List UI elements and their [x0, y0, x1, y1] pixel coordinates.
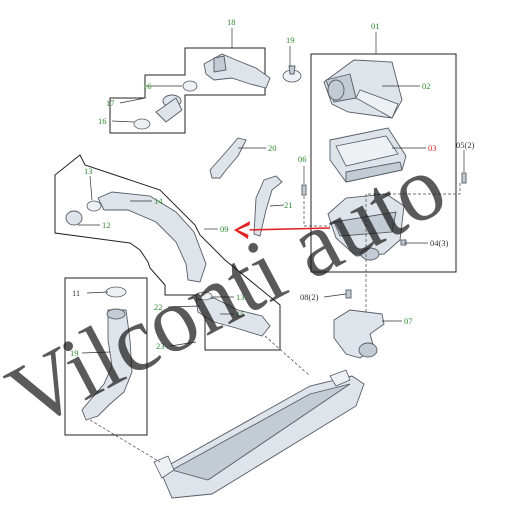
group-outline-air-filter: [310, 53, 457, 273]
dashed-link-intercooler-left: [89, 419, 161, 463]
dashed-link-bolt: [303, 196, 330, 227]
hose-15: [195, 291, 271, 337]
filter-element: [329, 127, 407, 183]
callout-19-upper: 19: [286, 35, 295, 45]
callout-15: 15: [236, 309, 245, 319]
air-filter-lid: [323, 59, 403, 119]
callout-22: 22: [154, 302, 163, 312]
callout-20: 20: [268, 143, 277, 153]
callout-18: 18: [227, 17, 236, 27]
callout-13-lower: 13: [236, 292, 245, 302]
intake-pipe-18: [133, 53, 271, 130]
callout-02: 02: [422, 81, 431, 91]
leader-lines: [78, 28, 465, 354]
callout-12: 12: [102, 220, 111, 230]
dashed-link-air-outlet: [365, 183, 461, 314]
callout-16-upper: 16: [143, 81, 152, 91]
callout-07: 07: [404, 316, 413, 326]
screw-05: [461, 172, 467, 184]
lower-pipe: [81, 286, 133, 421]
callout-17: 17: [106, 98, 115, 108]
callout-09: 09: [220, 224, 229, 234]
bracket-20: [209, 137, 247, 179]
callout-labels: 01 02 03 04(3) 05(2) 06 07 08(2) 09 11 1…: [70, 17, 475, 358]
callout-16-lower: 16: [98, 116, 107, 126]
intercooler: [153, 369, 365, 499]
screw-04: [400, 239, 407, 246]
group-outline-lower-pipe: [64, 277, 148, 436]
clamp-19: [282, 65, 302, 83]
callout-13-upper: 13: [84, 166, 93, 176]
callout-14: 14: [154, 196, 163, 206]
callout-01: 01: [371, 21, 380, 31]
callout-19-lower: 19: [70, 348, 79, 358]
group-outline-charge-pipe: [54, 154, 281, 351]
callout-04: 04(3): [430, 238, 449, 248]
callout-05: 05(2): [456, 140, 475, 150]
screw-08: [345, 289, 352, 299]
group-outline-intake-pipe: [109, 47, 266, 134]
callout-08: 08(2): [300, 292, 319, 302]
charge-pipe-14: [65, 191, 207, 283]
watermark-text: Vilconti auto: [0, 133, 461, 447]
callout-21: 21: [284, 200, 293, 210]
bolt-06: [301, 184, 307, 196]
dashed-link-intercooler-right: [264, 335, 311, 377]
callout-06: 06: [298, 154, 307, 164]
callout-11: 11: [72, 288, 80, 298]
callout-23: 23: [156, 341, 165, 351]
bracket-21: [253, 175, 283, 237]
red-direction-arrow: [234, 221, 331, 239]
callout-03: 03: [428, 143, 437, 153]
air-duct-07: [333, 309, 385, 359]
